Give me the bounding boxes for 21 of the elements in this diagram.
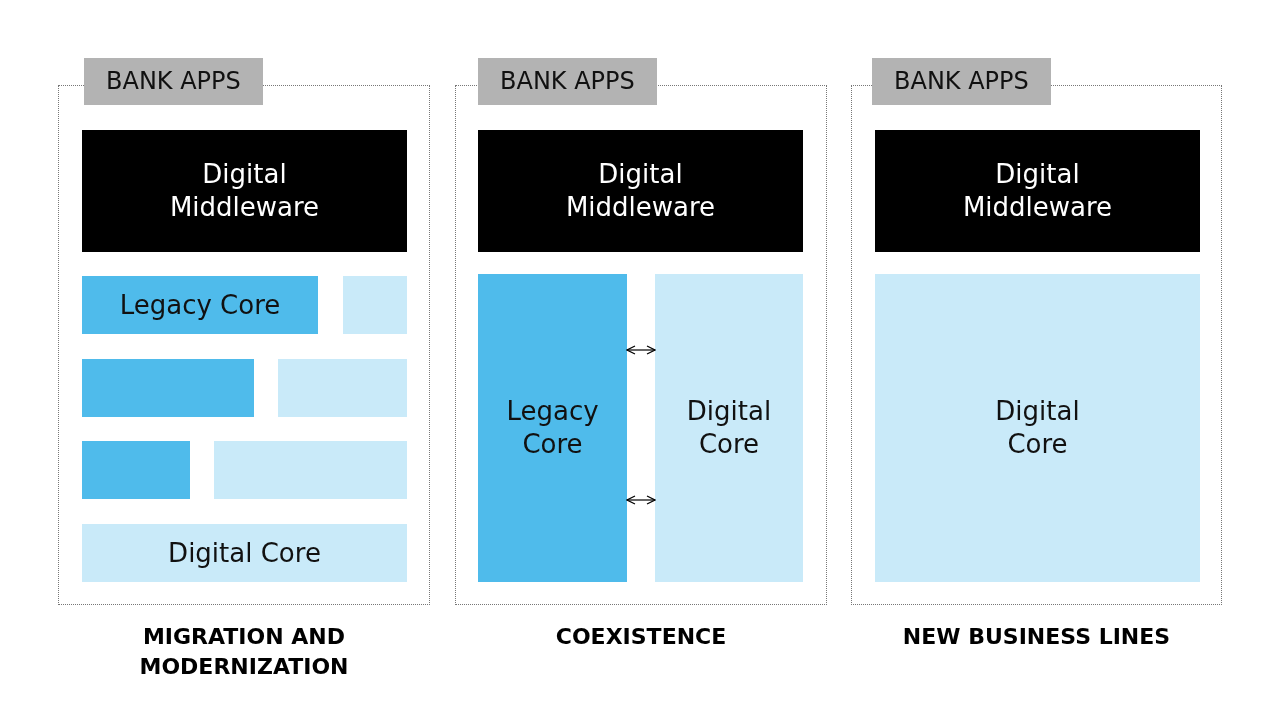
tab-label: BANK APPS — [478, 58, 657, 105]
middleware-block: Digital Middleware — [82, 130, 407, 252]
tab-label: BANK APPS — [872, 58, 1051, 105]
digital-core-block — [278, 359, 407, 417]
digital-core-block: Digital Core — [875, 274, 1200, 582]
digital-core-block — [214, 441, 407, 499]
legacy-core-block — [82, 359, 254, 417]
middleware-block: Digital Middleware — [875, 130, 1200, 252]
digital-core-block: Digital Core — [82, 524, 407, 582]
legacy-core-block: Legacy Core — [82, 276, 318, 334]
panel-caption: MIGRATION AND MODERNIZATION — [138, 623, 350, 681]
panel-caption: NEW BUSINESS LINES — [901, 623, 1172, 651]
tab-label: BANK APPS — [84, 58, 263, 105]
panel-caption: COEXISTENCE — [554, 623, 728, 651]
double-arrow — [626, 345, 656, 355]
double-arrow — [626, 495, 656, 505]
digital-core-block: Digital Core — [655, 274, 803, 582]
legacy-core-block: Legacy Core — [478, 274, 627, 582]
digital-core-block — [343, 276, 407, 334]
middleware-block: Digital Middleware — [478, 130, 803, 252]
legacy-core-block — [82, 441, 190, 499]
